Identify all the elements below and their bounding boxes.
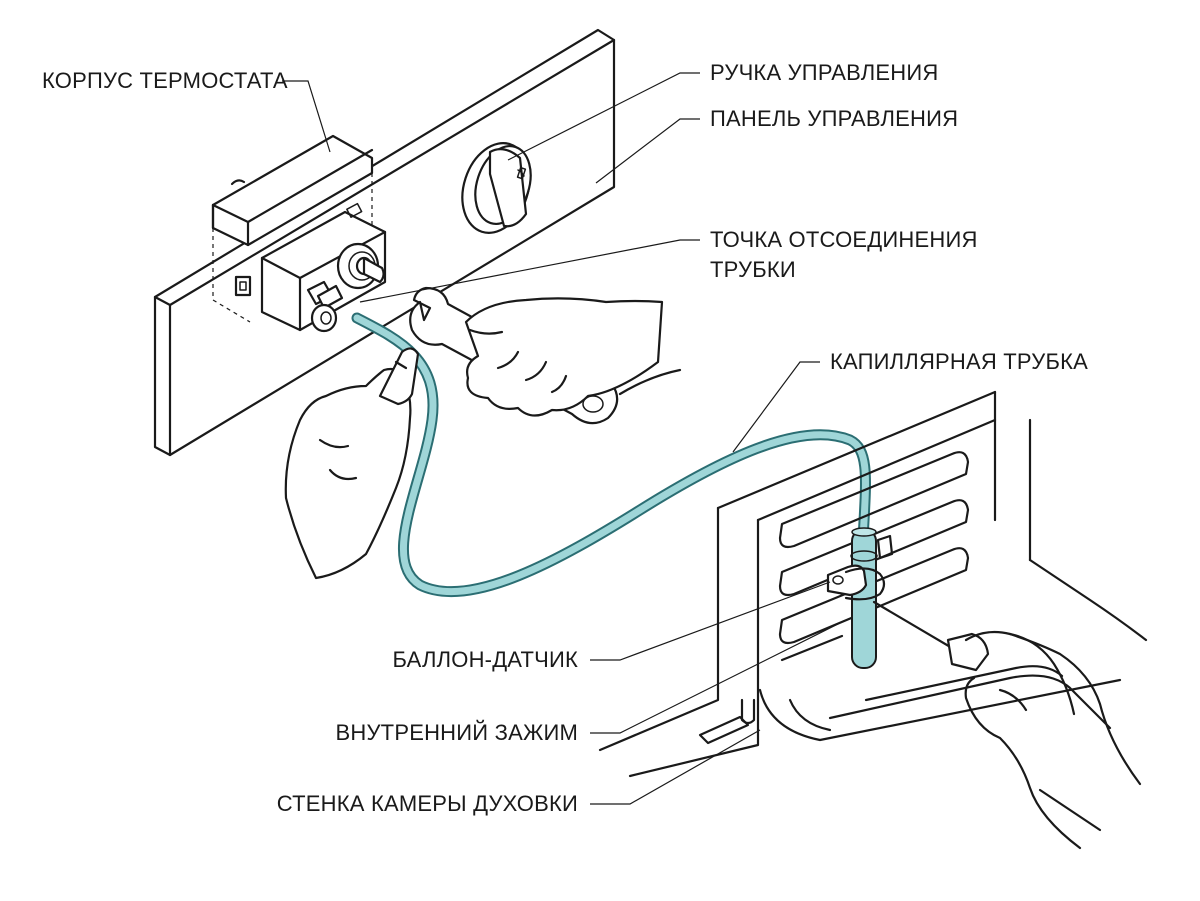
- label-sensing-bulb: БАЛЛОН-ДАТЧИК: [392, 647, 578, 672]
- label-inner-clamp: ВНУТРЕННИЙ ЗАЖИМ: [335, 720, 578, 745]
- wrench-hand: [464, 297, 682, 417]
- leader-lines: [282, 72, 847, 805]
- left-hand: [284, 347, 420, 580]
- label-oven-wall: СТЕНКА КАМЕРЫ ДУХОВКИ: [276, 791, 578, 816]
- control-knob: [461, 142, 532, 234]
- label-tube-disconnect-line1: ТОЧКА ОТСОЕДИНЕНИЯ: [710, 227, 978, 252]
- right-hand: [964, 630, 1142, 850]
- label-capillary-tube: КАПИЛЛЯРНАЯ ТРУБКА: [830, 349, 1088, 374]
- label-thermostat-body: КОРПУС ТЕРМОСТАТА: [42, 68, 288, 93]
- capillary-tube: [351, 312, 871, 598]
- screwdriver: [872, 600, 990, 672]
- label-control-panel: ПАНЕЛЬ УПРАВЛЕНИЯ: [710, 106, 959, 131]
- thermostat-body: [211, 134, 387, 333]
- inner-clamp: [826, 534, 894, 601]
- label-tube-disconnect-line2: ТРУБКИ: [710, 257, 796, 282]
- label-control-knob: РУЧКА УПРАВЛЕНИЯ: [710, 60, 939, 85]
